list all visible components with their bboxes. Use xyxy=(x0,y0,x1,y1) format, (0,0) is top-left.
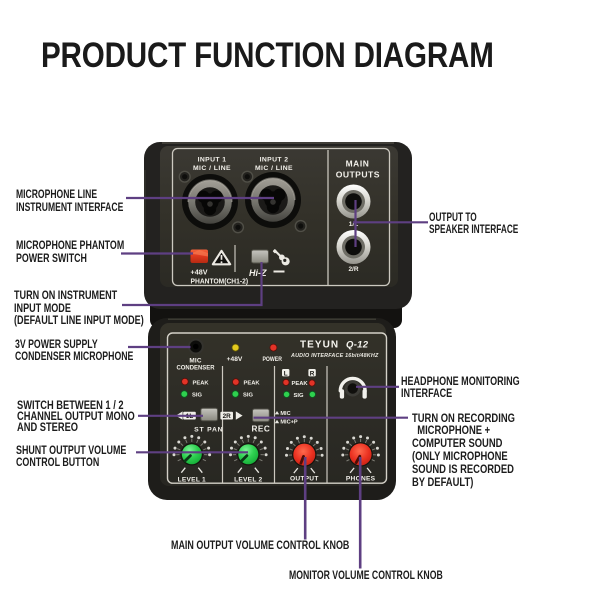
svg-text:Q-12: Q-12 xyxy=(346,340,369,351)
svg-text:SIG: SIG xyxy=(192,393,202,399)
svg-text:POWER: POWER xyxy=(262,356,282,363)
svg-text:L: L xyxy=(284,370,288,377)
svg-text:1/L: 1/L xyxy=(349,221,358,228)
svg-text:+48V: +48V xyxy=(191,268,208,277)
svg-text:MIC+P: MIC+P xyxy=(280,420,298,426)
svg-text:ST PAN: ST PAN xyxy=(194,427,223,434)
svg-text:INPUT 1: INPUT 1 xyxy=(198,156,227,163)
svg-text:PEAK: PEAK xyxy=(244,381,261,387)
svg-text:OUTPUTS: OUTPUTS xyxy=(336,170,380,180)
svg-text:MIC: MIC xyxy=(189,357,201,364)
svg-text:PEAK: PEAK xyxy=(292,381,309,387)
svg-text:Hi-Z: Hi-Z xyxy=(249,268,267,278)
svg-text:MIC / LINE: MIC / LINE xyxy=(193,165,231,172)
svg-text:LEVEL 1: LEVEL 1 xyxy=(178,477,206,484)
svg-text:CONDENSER: CONDENSER xyxy=(177,364,215,371)
svg-text:SIG: SIG xyxy=(243,393,253,399)
svg-text:TEYUN: TEYUN xyxy=(300,340,339,351)
svg-text:LEVEL 2: LEVEL 2 xyxy=(234,477,262,484)
svg-text:MAIN: MAIN xyxy=(346,158,370,168)
svg-text:SIG: SIG xyxy=(294,393,304,399)
svg-text:R: R xyxy=(310,370,315,377)
svg-text:MIC: MIC xyxy=(280,411,290,417)
svg-text:2/R: 2/R xyxy=(348,266,358,273)
svg-text:REC: REC xyxy=(252,424,271,433)
svg-text:MIC / LINE: MIC / LINE xyxy=(255,165,293,172)
svg-text:2R: 2R xyxy=(223,413,232,420)
svg-text:AUDIO INTERFACE 16bit/48KHZ: AUDIO INTERFACE 16bit/48KHZ xyxy=(290,353,379,359)
svg-text:+48V: +48V xyxy=(227,356,243,363)
svg-text:INPUT 2: INPUT 2 xyxy=(260,156,289,163)
svg-text:PHANTOM(CH1-2): PHANTOM(CH1-2) xyxy=(191,276,249,285)
svg-text:PEAK: PEAK xyxy=(193,380,210,386)
